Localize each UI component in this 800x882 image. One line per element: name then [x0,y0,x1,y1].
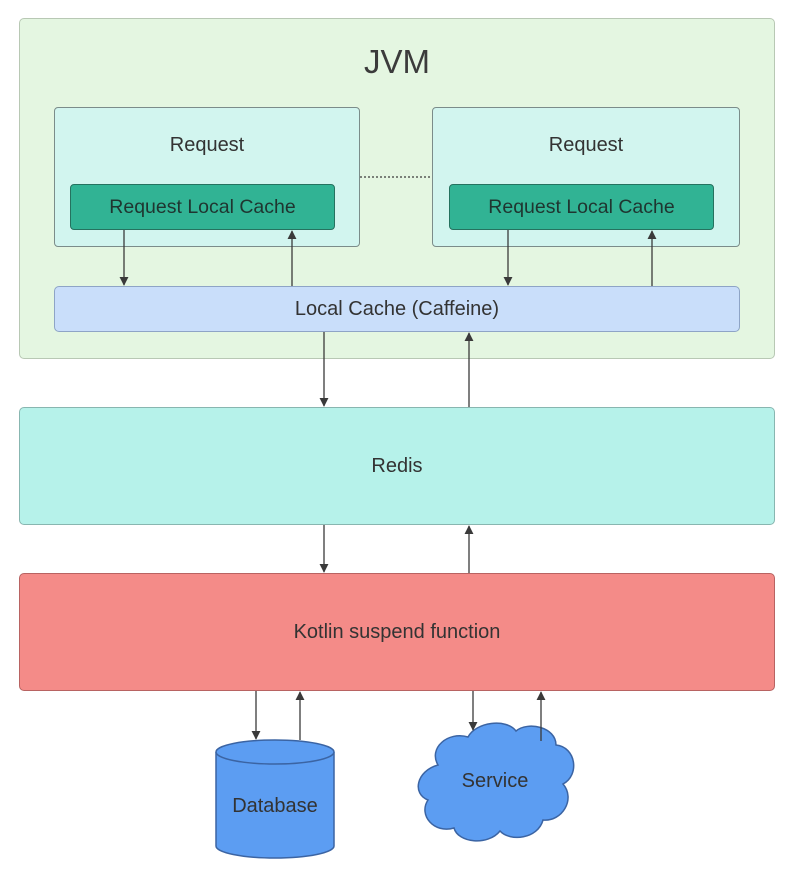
request-title-2: Request [548,134,624,156]
local-cache-caffeine: Local Cache (Caffeine) [54,286,740,332]
request-local-cache-1: Request Local Cache [70,184,335,230]
request-box-2: Request Request Local Cache [432,107,740,247]
request-box-1: Request Request Local Cache [54,107,360,247]
kotlin-suspend-function-box: Kotlin suspend function [19,573,775,691]
database-label: Database [232,795,318,817]
service-label: Service [461,770,529,792]
redis-box: Redis [19,407,775,525]
jvm-title: JVM [364,43,430,80]
request-local-cache-2: Request Local Cache [449,184,714,230]
request-title-1: Request [169,134,245,156]
